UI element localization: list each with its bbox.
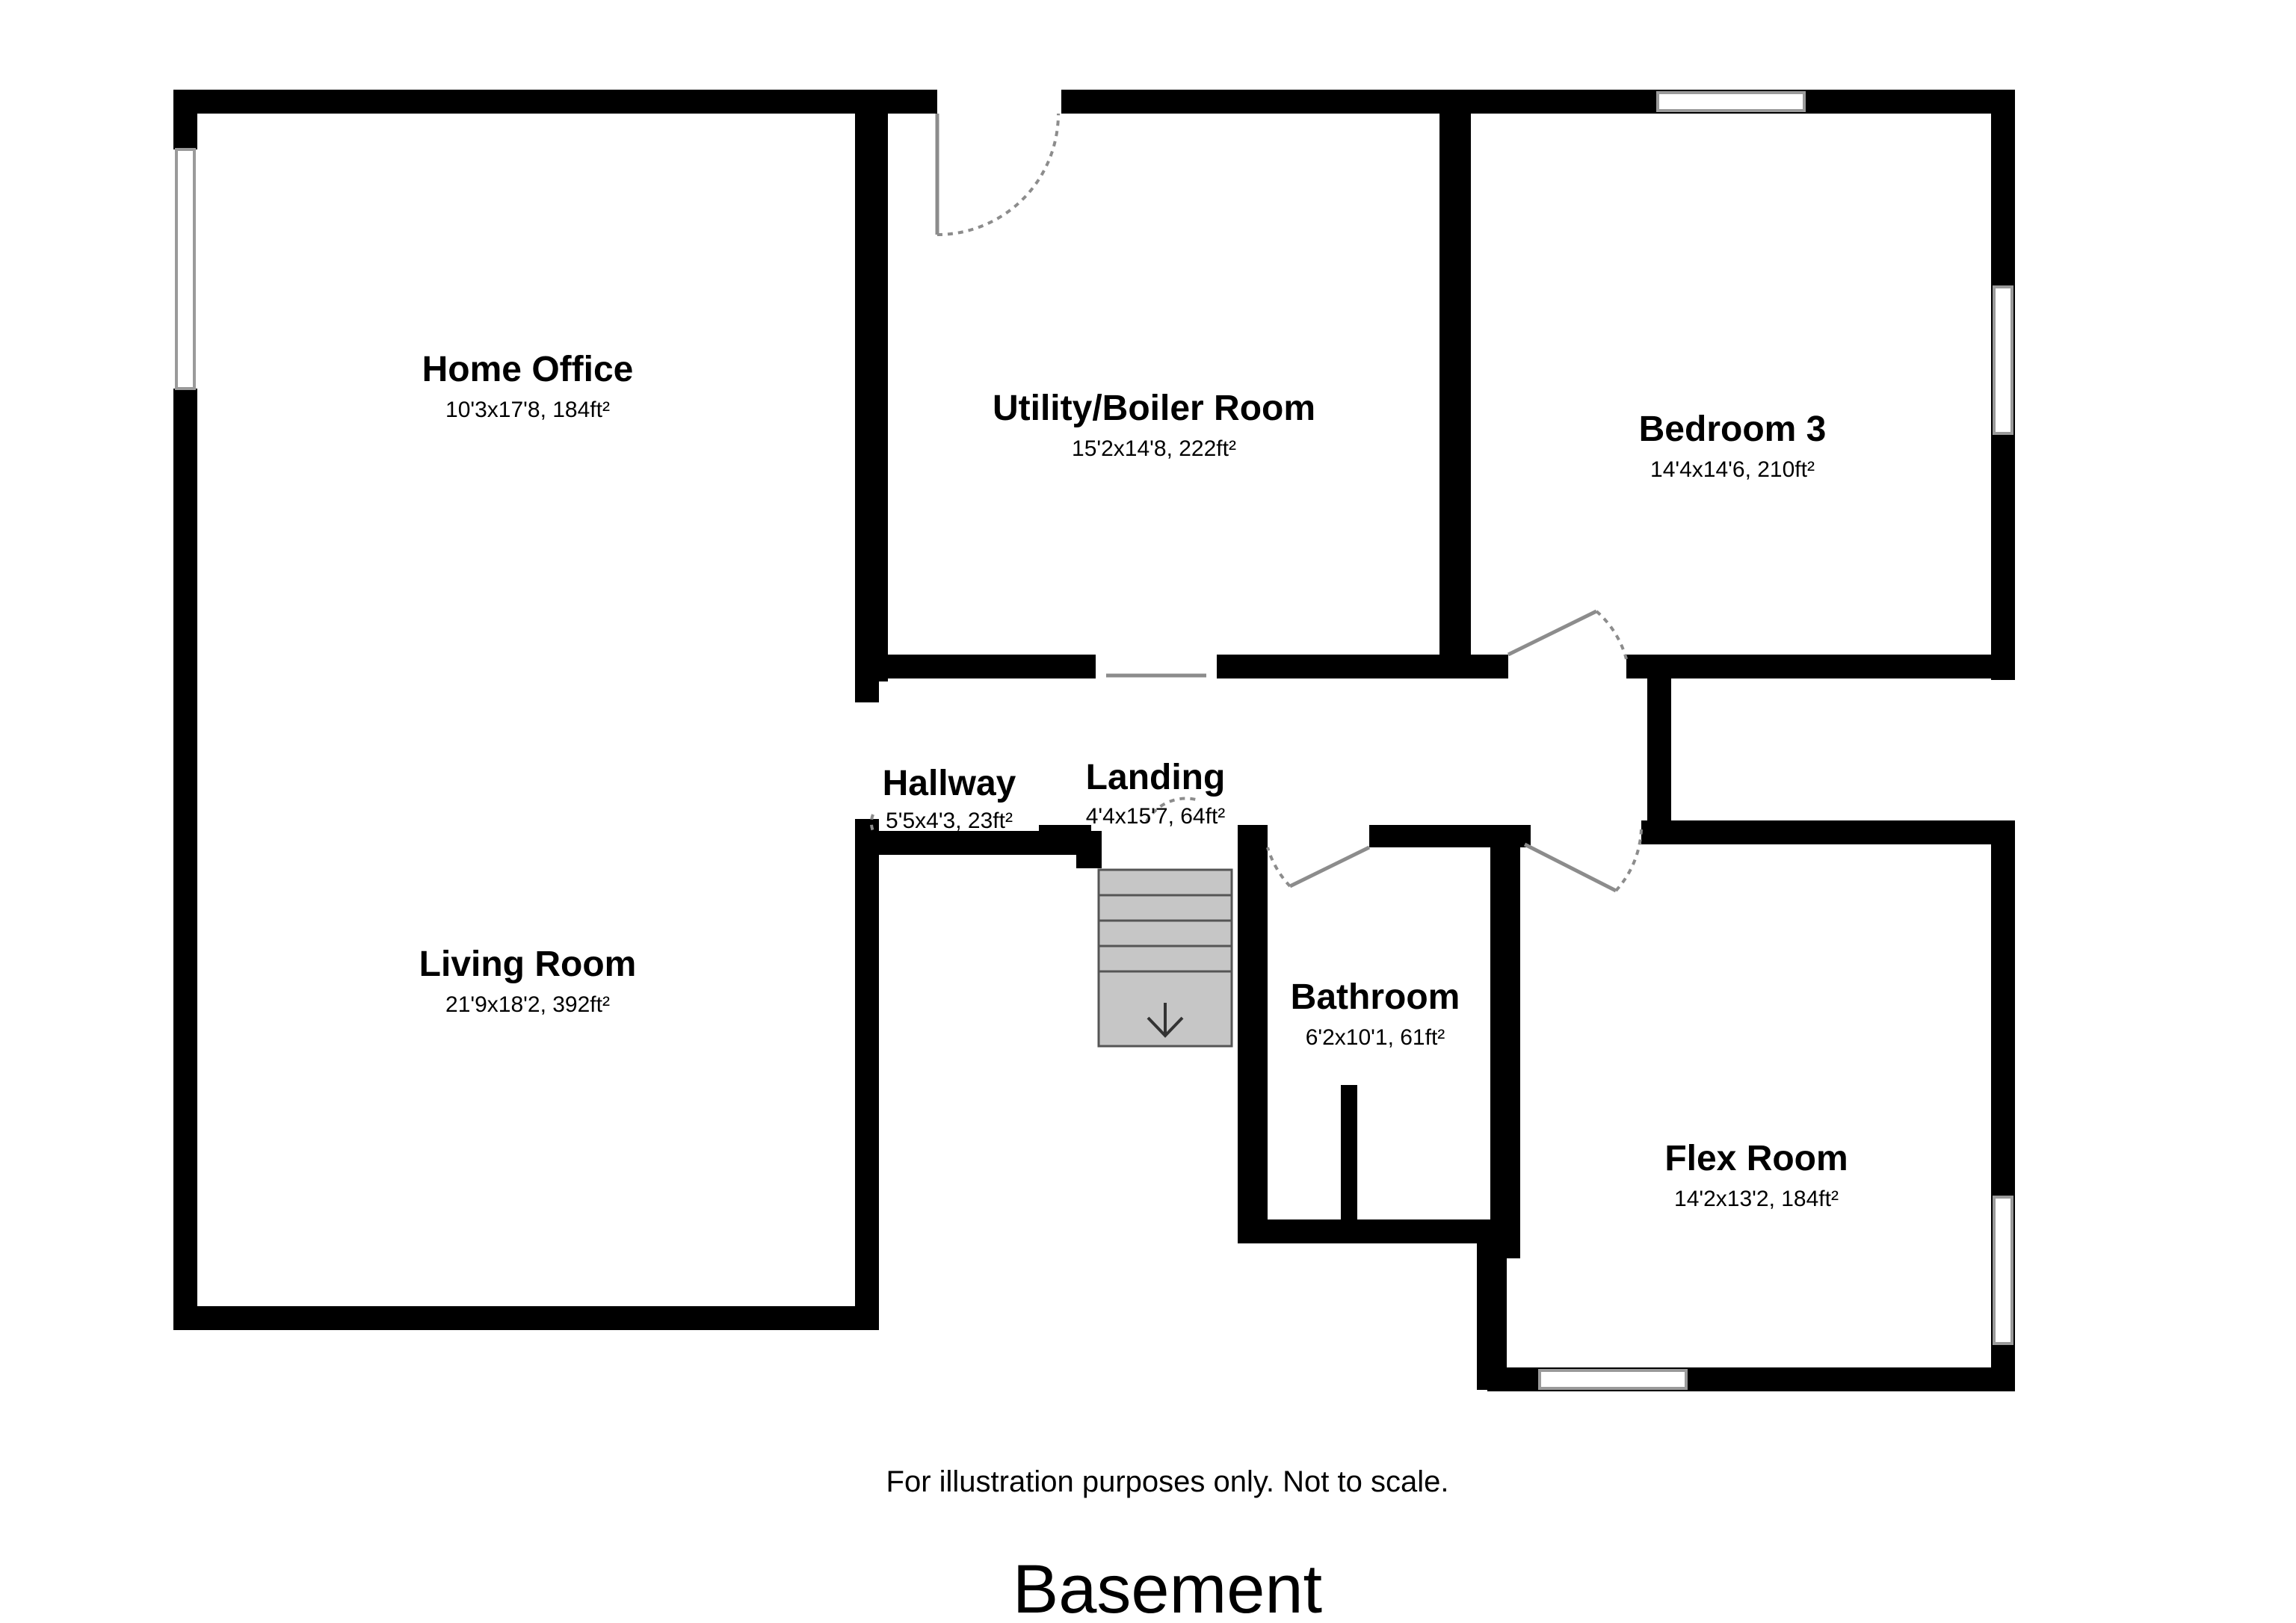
wall-flex-left-lower — [1477, 1240, 1507, 1390]
wall-bedroom-left — [1457, 114, 1471, 659]
room-dims-living-room: 21'9x18'2, 392ft² — [445, 992, 610, 1017]
door-flex-leaf — [1523, 842, 1617, 893]
window-bedroom-top — [1656, 91, 1806, 112]
stair-step — [1097, 894, 1233, 922]
wall-left-lower — [173, 389, 197, 1330]
door-bathroom-swing — [1266, 847, 1292, 888]
door-bedroom-leaf — [1507, 609, 1598, 657]
disclaimer-text: For illustration purposes only. Not to s… — [886, 1465, 1449, 1498]
wall-top-left — [173, 90, 937, 114]
window-bedroom-right — [1993, 285, 2013, 435]
wall-connector — [1647, 655, 1671, 826]
wall-bathroom-flex — [1490, 825, 1520, 1258]
wall-flex-top — [1641, 820, 2015, 844]
room-name-living-room: Living Room — [419, 945, 637, 984]
room-dims-home-office: 10'3x17'8, 184ft² — [445, 398, 610, 422]
room-dims-hallway: 5'5x4'3, 23ft² — [886, 809, 1013, 833]
window-office-left — [175, 148, 196, 390]
room-dims-bathroom: 6'2x10'1, 61ft² — [1306, 1025, 1445, 1050]
windows — [175, 91, 2013, 1390]
room-name-bathroom: Bathroom — [1291, 977, 1460, 1017]
stair-step — [1097, 919, 1233, 947]
room-name-hallway: Hallway — [883, 764, 1016, 803]
arrow-down-icon — [1147, 1003, 1184, 1038]
wall-living-right — [855, 819, 879, 1330]
room-labels: Home Office 10'3x17'8, 184ft² Utility/Bo… — [419, 350, 1848, 1211]
door-hallway-swing — [869, 814, 874, 832]
wall-utility-left — [873, 114, 888, 681]
room-name-landing: Landing — [1086, 758, 1226, 797]
stairs — [1097, 868, 1233, 1048]
wall-hallway-bottom — [867, 831, 1046, 855]
room-name-flex-room: Flex Room — [1664, 1139, 1848, 1178]
wall-landing-left — [1076, 831, 1102, 868]
room-dims-utility: 15'2x14'8, 222ft² — [1072, 436, 1236, 461]
wall-bathroom-partition — [1341, 1085, 1357, 1222]
door-bedroom-swing — [1595, 610, 1628, 660]
window-flex-bottom — [1538, 1369, 1688, 1390]
door-utility-top-swing — [936, 113, 1060, 236]
stair-step — [1097, 945, 1233, 973]
wall-landing-right — [1238, 825, 1268, 1243]
door-flex-swing — [1614, 829, 1643, 892]
wall-living-bottom — [173, 1306, 877, 1330]
stair-step — [1097, 868, 1233, 897]
wall-left-upper — [173, 90, 197, 149]
doors — [869, 113, 1643, 893]
room-name-bedroom-3: Bedroom 3 — [1639, 409, 1827, 449]
wall-bedroom-bottom — [1626, 655, 2015, 678]
room-name-utility: Utility/Boiler Room — [993, 389, 1315, 428]
room-dims-landing: 4'4x15'7, 64ft² — [1086, 804, 1226, 829]
room-dims-flex-room: 14'2x13'2, 184ft² — [1674, 1187, 1839, 1211]
window-flex-right — [1993, 1196, 2013, 1345]
room-dims-bedroom-3: 14'4x14'6, 210ft² — [1650, 457, 1815, 482]
door-bathroom-leaf — [1289, 845, 1371, 888]
wall-utility-bottom-left — [879, 655, 1096, 678]
floor-title: Basement — [1013, 1551, 1322, 1623]
wall-bathroom-bottom — [1238, 1219, 1520, 1243]
wall-top-right — [1061, 90, 2015, 114]
room-name-home-office: Home Office — [422, 350, 634, 389]
